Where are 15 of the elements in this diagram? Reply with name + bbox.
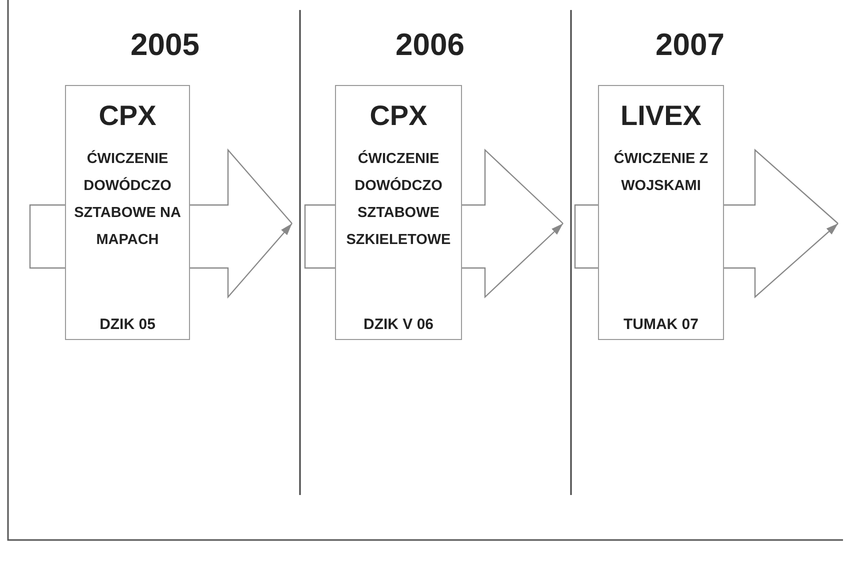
year-label: 2006 [396, 27, 464, 63]
exercise-name: DZIK 05 [98, 316, 156, 333]
year-label: 2005 [130, 27, 200, 63]
exercise-type: CPX [98, 100, 156, 132]
exercise-name: TUMAK 07 [622, 316, 700, 333]
exercise-description: ĆWICZENIE Z WOJSKAMI [612, 149, 710, 196]
year-label: 2007 [656, 27, 724, 63]
exercise-description: ĆWICZENIE DOWÓDCZO SZTABOWE SZKIELETOWE [345, 149, 452, 250]
block-arrow [189, 148, 293, 299]
exercise-description: ĆWICZENIE DOWÓDCZO SZTABOWE NA MAPACH [73, 149, 182, 250]
exercise-type: CPX [370, 100, 428, 132]
block-arrow [723, 148, 839, 298]
exercise-name: DZIK V 06 [362, 316, 435, 333]
block-arrow [461, 148, 564, 298]
exercise-type: LIVEX [620, 100, 702, 132]
